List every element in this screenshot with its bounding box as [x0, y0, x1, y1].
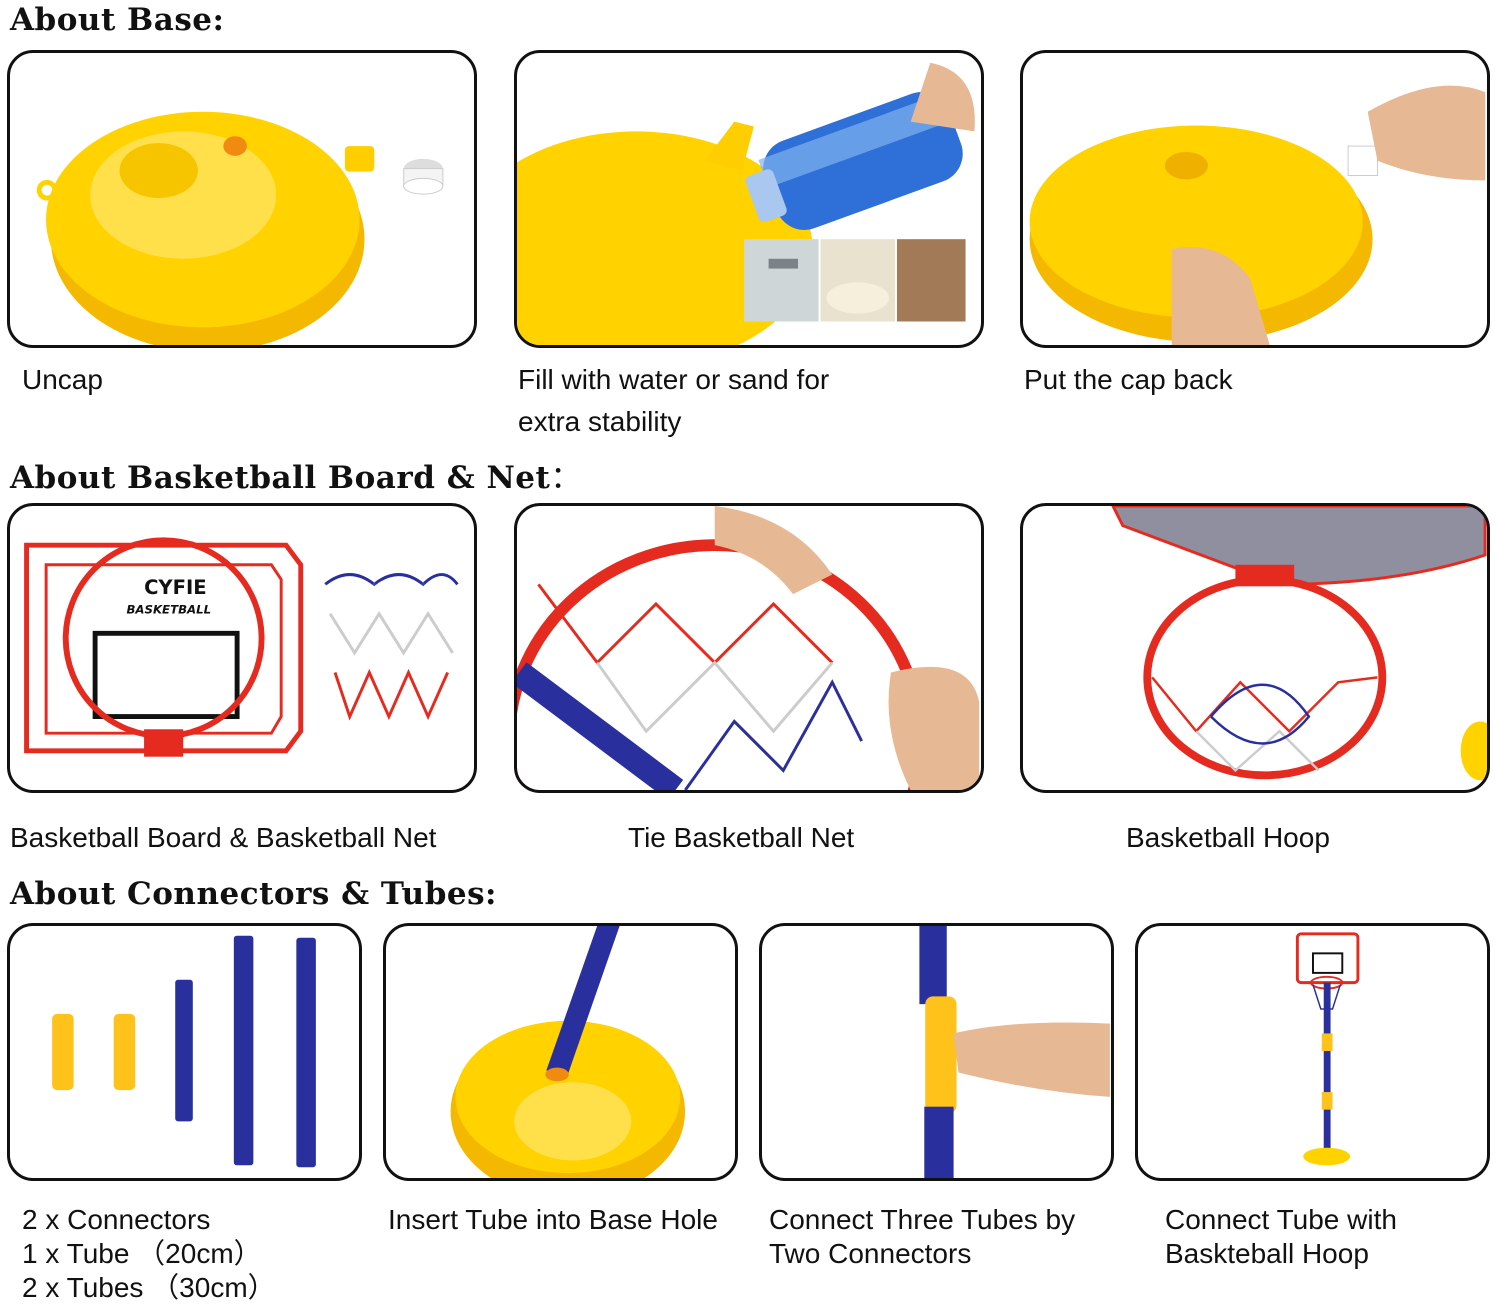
cap-back-image — [1029, 85, 1486, 345]
photo-connect-tubes — [759, 923, 1114, 1181]
heading-text: About Basketball Board & Net — [10, 460, 551, 496]
caption-line: Connect Three Tubes by — [769, 1204, 1076, 1235]
caption-tube-into-base: Insert Tube into Base Hole — [388, 1204, 718, 1235]
caption-basketball-hoop: Basketball Hoop — [1126, 822, 1330, 853]
photo-full-stand — [1135, 923, 1490, 1181]
board-net-image: CYFIE BASKETBALL — [24, 537, 459, 757]
photo-tie-net — [514, 503, 984, 793]
hoop-image — [1111, 506, 1487, 781]
tie-net-image — [517, 506, 980, 790]
caption-connectors-and-tubes: 2 x Connectors 1 x Tube （20cm） 2 x Tubes… — [22, 1202, 276, 1306]
pour-water-image — [517, 62, 975, 345]
caption-full-stand: Connect Tube with Baskteball Hoop — [1165, 1202, 1397, 1272]
caption-line: extra stability — [518, 406, 682, 437]
connectors-tubes-image — [52, 935, 316, 1168]
caption-put-cap-back: Put the cap back — [1024, 364, 1233, 395]
photo-put-cap-back — [1020, 50, 1490, 348]
caption-line: Baskteball Hoop — [1165, 1238, 1369, 1269]
caption-connect-tubes: Connect Three Tubes by Two Connectors — [769, 1202, 1075, 1272]
connect-tubes-image — [919, 926, 1110, 1178]
heading-colon: ： — [550, 460, 582, 496]
tube-base-image — [450, 926, 685, 1178]
photo-fill-water — [514, 50, 984, 348]
caption-line: Fill with water or sand for — [518, 364, 830, 395]
board-logo-text: CYFIE — [144, 576, 207, 599]
board-logo-subtext: BASKETBALL — [126, 603, 211, 617]
caption-uncap: Uncap — [22, 364, 103, 395]
caption-line: Connect Tube with — [1165, 1204, 1397, 1235]
full-stand-image — [1295, 932, 1360, 1166]
caption-fill-water: Fill with water or sand for extra stabil… — [518, 362, 829, 440]
photo-tube-into-base — [383, 923, 738, 1181]
photo-board-and-net: CYFIE BASKETBALL — [7, 503, 477, 793]
caption-board-and-net: Basketball Board & Basketball Net — [10, 822, 437, 853]
caption-line: 1 x Tube （20cm） — [22, 1238, 262, 1269]
section-heading-board: About Basketball Board & Net： — [10, 452, 582, 497]
photo-uncap — [7, 50, 477, 348]
section-heading-connectors: About Connectors & Tubes: — [10, 876, 497, 912]
caption-line: 2 x Connectors — [22, 1204, 211, 1235]
caption-line: 2 x Tubes （30cm） — [22, 1272, 276, 1303]
photo-connectors-and-tubes — [7, 923, 362, 1181]
photo-basketball-hoop — [1020, 503, 1490, 793]
section-heading-base: About Base: — [10, 2, 225, 38]
caption-tie-net: Tie Basketball Net — [628, 822, 855, 853]
yellow-base-image — [36, 111, 444, 345]
caption-line: Two Connectors — [769, 1238, 972, 1269]
